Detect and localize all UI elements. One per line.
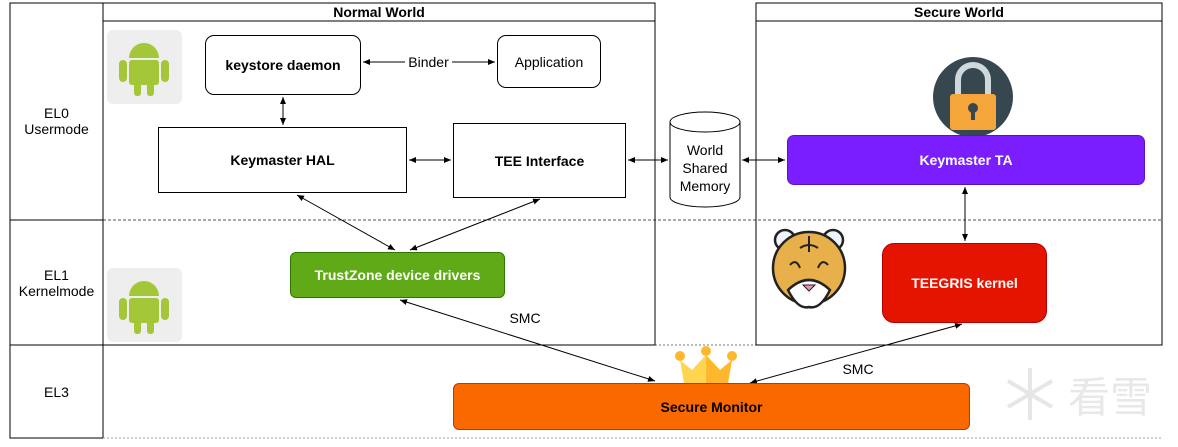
- shared-memory-cylinder: [669, 111, 741, 208]
- row-label-el1: EL1 Kernelmode: [18, 266, 95, 299]
- tiger-icon: [771, 228, 847, 309]
- keymaster-ta-box: Keymaster TA: [787, 135, 1145, 185]
- normal-world-box: [102, 2, 656, 346]
- keymaster-hal-box: Keymaster HAL: [158, 127, 407, 193]
- crown-icon: [675, 346, 737, 383]
- snowflake-watermark-icon: [1006, 368, 1054, 420]
- shared-memory-label: World Shared Memory: [679, 142, 731, 194]
- tee-interface-box: TEE Interface: [453, 123, 626, 198]
- smc-label-normal: SMC: [509, 310, 541, 326]
- row-label-el0: EL0 Usermode: [24, 104, 89, 137]
- watermark-text: 看雪: [1067, 373, 1152, 421]
- lock-icon: [933, 57, 1013, 137]
- smc-label-secure: SMC: [842, 361, 874, 377]
- secure-monitor-box: Secure Monitor: [453, 383, 970, 430]
- android-icon: [107, 268, 182, 342]
- application-box: Application: [497, 35, 601, 88]
- trustzone-drivers-box: TrustZone device drivers: [290, 252, 505, 298]
- binder-label: Binder: [408, 54, 449, 70]
- normal-world-title: Normal World: [333, 4, 425, 20]
- teegris-kernel-box: TEEGRIS kernel: [882, 243, 1047, 323]
- secure-world-title: Secure World: [914, 4, 1004, 20]
- row-label-el3: EL3: [44, 383, 69, 400]
- android-icon: [107, 30, 182, 104]
- keystore-daemon-box: keystore daemon: [205, 35, 361, 95]
